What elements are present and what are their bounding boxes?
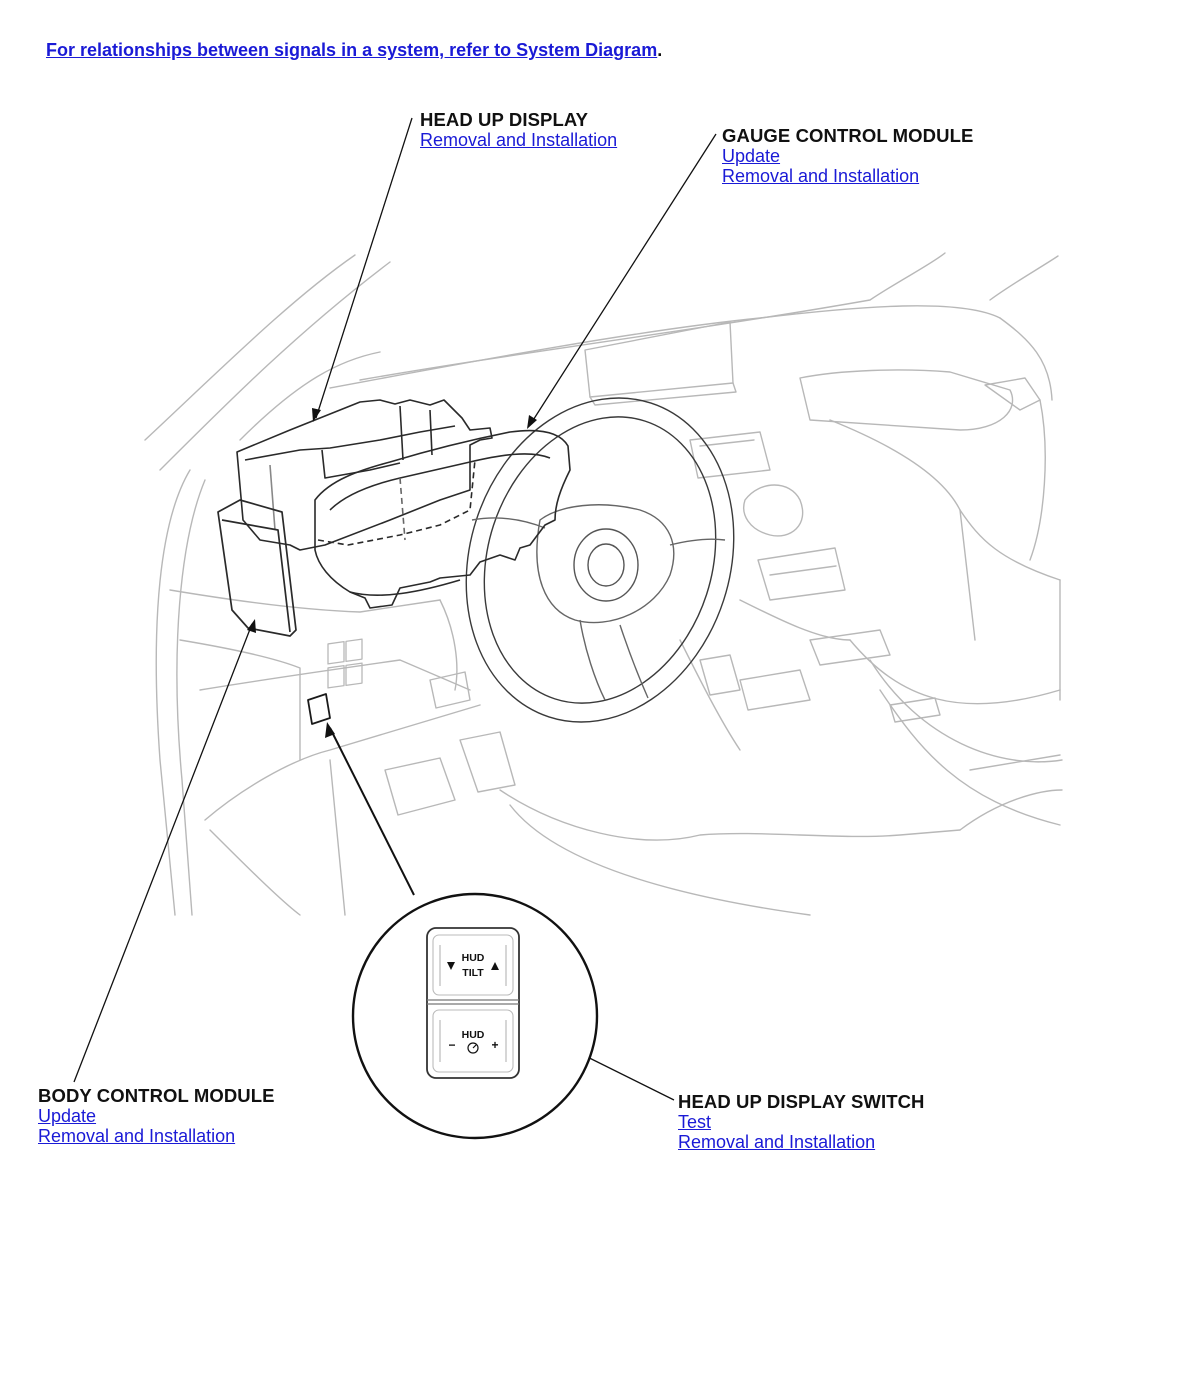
brightness-minus-label: −	[448, 1038, 455, 1052]
switch-upper-label-2: TILT	[462, 967, 484, 979]
body-control-module-update-link[interactable]: Update	[38, 1106, 97, 1126]
switch-lower-label: HUD	[462, 1029, 485, 1041]
cabin-outline	[144, 252, 1063, 916]
system-diagram-note: For relationships between signals in a s…	[46, 40, 662, 61]
gauge-control-module-title: GAUGE CONTROL MODULE	[722, 125, 974, 146]
gauge-control-module-removal-link[interactable]: Removal and Installation	[722, 166, 920, 186]
callout-head-up-display: HEAD UP DISPLAY Removal and Installation	[420, 109, 618, 151]
tilt-up-icon	[491, 962, 499, 970]
callout-body-control-module: BODY CONTROL MODULE Update Removal and I…	[38, 1085, 275, 1147]
head-up-display-removal-link[interactable]: Removal and Installation	[420, 130, 618, 150]
gauge-control-module-unit	[314, 429, 571, 609]
head-up-display-switch-title: HEAD UP DISPLAY SWITCH	[678, 1091, 925, 1112]
head-up-display-switch-removal-link[interactable]: Removal and Installation	[678, 1132, 876, 1152]
brightness-plus-label: +	[491, 1038, 498, 1052]
body-control-module-unit	[217, 499, 297, 637]
head-up-display-title: HEAD UP DISPLAY	[420, 109, 589, 130]
steering-wheel	[465, 397, 735, 723]
body-control-module-title: BODY CONTROL MODULE	[38, 1085, 275, 1106]
callout-gauge-control-module: GAUGE CONTROL MODULE Update Removal and …	[722, 125, 974, 187]
callout-head-up-display-switch: HEAD UP DISPLAY SWITCH Test Removal and …	[678, 1091, 925, 1153]
brightness-dial-icon	[467, 1042, 479, 1054]
switch-detail-magnifier: HUD TILT HUD − +	[351, 892, 599, 1140]
note-period: .	[657, 40, 663, 60]
head-up-display-unit	[236, 399, 493, 551]
head-up-display-switch-test-link[interactable]: Test	[678, 1112, 712, 1132]
gauge-control-module-update-link[interactable]: Update	[722, 146, 781, 166]
body-control-module-removal-link[interactable]: Removal and Installation	[38, 1126, 236, 1146]
tilt-down-icon	[447, 962, 455, 970]
switch-panel	[307, 638, 363, 725]
system-diagram-link[interactable]: For relationships between signals in a s…	[46, 40, 658, 60]
switch-upper-label-1: HUD	[462, 952, 485, 964]
leader-arrowheads	[247, 408, 537, 1033]
